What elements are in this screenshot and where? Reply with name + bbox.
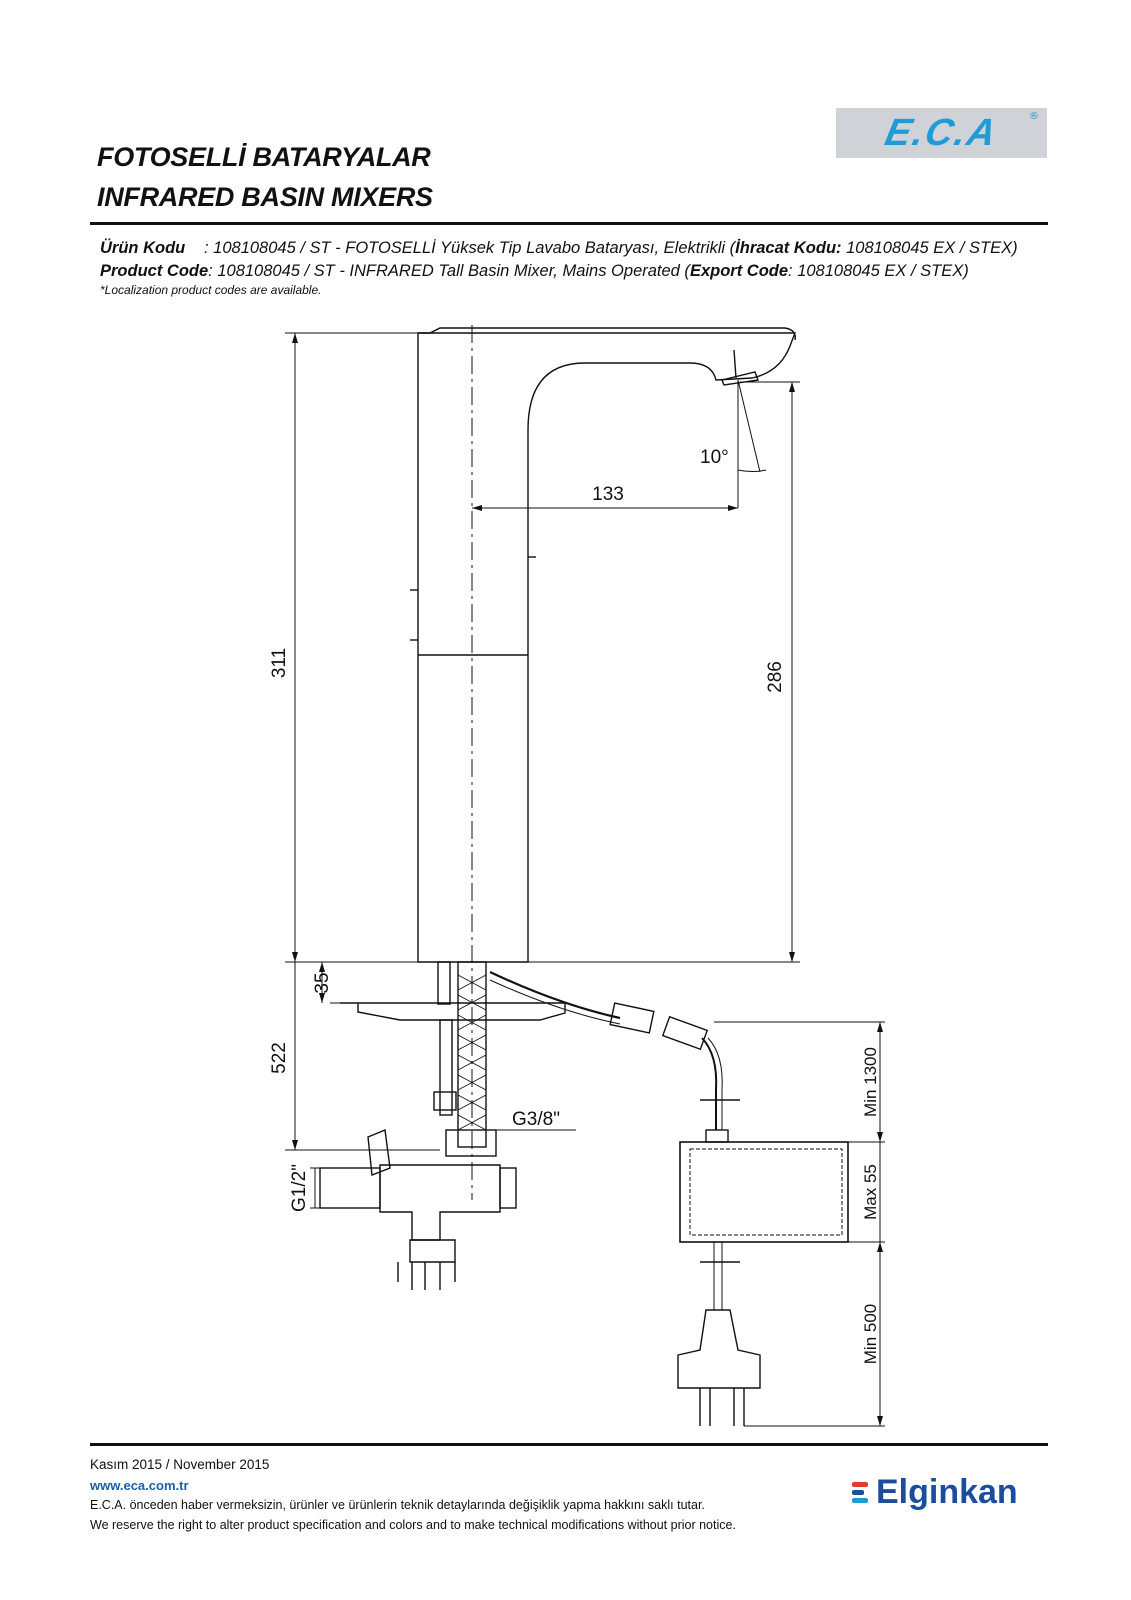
dim-angle: 10°	[700, 447, 729, 468]
dim-spout-height: 286	[765, 661, 786, 693]
product-code-en-label: Product Code	[100, 262, 209, 280]
disclaimer-turkish: E.C.A. önceden haber vermeksizin, ürünle…	[90, 1498, 705, 1512]
product-code-tr-value: : 108108045 / ST - FOTOSELLİ Yüksek Tip …	[204, 239, 736, 257]
eca-logo: E.C.A ®	[836, 108, 1047, 158]
dim-outlet-thread: G3/8"	[512, 1109, 560, 1130]
product-code-tr: Ürün Kodu : 108108045 / ST - FOTOSELLİ Yü…	[100, 239, 1018, 258]
issue-date: Kasım 2015 / November 2015	[90, 1457, 270, 1472]
dim-cable-min: Min 1300	[861, 1047, 880, 1117]
dim-deck-thickness: 35	[312, 972, 333, 993]
header-divider	[90, 222, 1048, 225]
product-code-en: Product Code: 108108045 / ST - INFRARED …	[100, 262, 969, 281]
dim-hose-length: 522	[269, 1042, 290, 1074]
elginkan-mark-icon	[852, 1480, 870, 1504]
dim-box-max: Max 55	[861, 1164, 880, 1220]
dim-total-height: 311	[269, 648, 290, 678]
product-code-en-value: : 108108045 / ST - INFRARED Tall Basin M…	[208, 262, 690, 280]
elginkan-logo-text: Elginkan	[876, 1472, 1018, 1511]
dim-spout-reach: 133	[592, 484, 624, 505]
faucet-body-outline	[417, 332, 797, 963]
registered-mark: ®	[1029, 111, 1039, 122]
product-code-tr-label: Ürün Kodu	[100, 239, 186, 257]
dim-inlet-thread: G1/2"	[289, 1164, 310, 1212]
spout-top-line	[418, 327, 796, 341]
elginkan-logo: Elginkan	[852, 1470, 1018, 1514]
website-link[interactable]: www.eca.com.tr	[90, 1478, 189, 1493]
localization-note: *Localization product codes are availabl…	[100, 283, 322, 297]
dim-plug-min: Min 500	[861, 1304, 880, 1364]
footer-divider	[90, 1443, 1048, 1446]
title-english: INFRARED BASIN MIXERS	[97, 182, 433, 212]
export-code-tr-label: İhracat Kodu:	[735, 239, 842, 257]
export-code-en-label: Export Code	[689, 262, 789, 280]
disclaimer-english: We reserve the right to alter product sp…	[90, 1518, 736, 1532]
title-turkish: FOTOSELLİ BATARYALAR	[97, 142, 431, 172]
export-code-tr-value: 108108045 EX / STEX)	[841, 239, 1018, 257]
export-code-en-value: : 108108045 EX / STEX)	[788, 262, 969, 280]
